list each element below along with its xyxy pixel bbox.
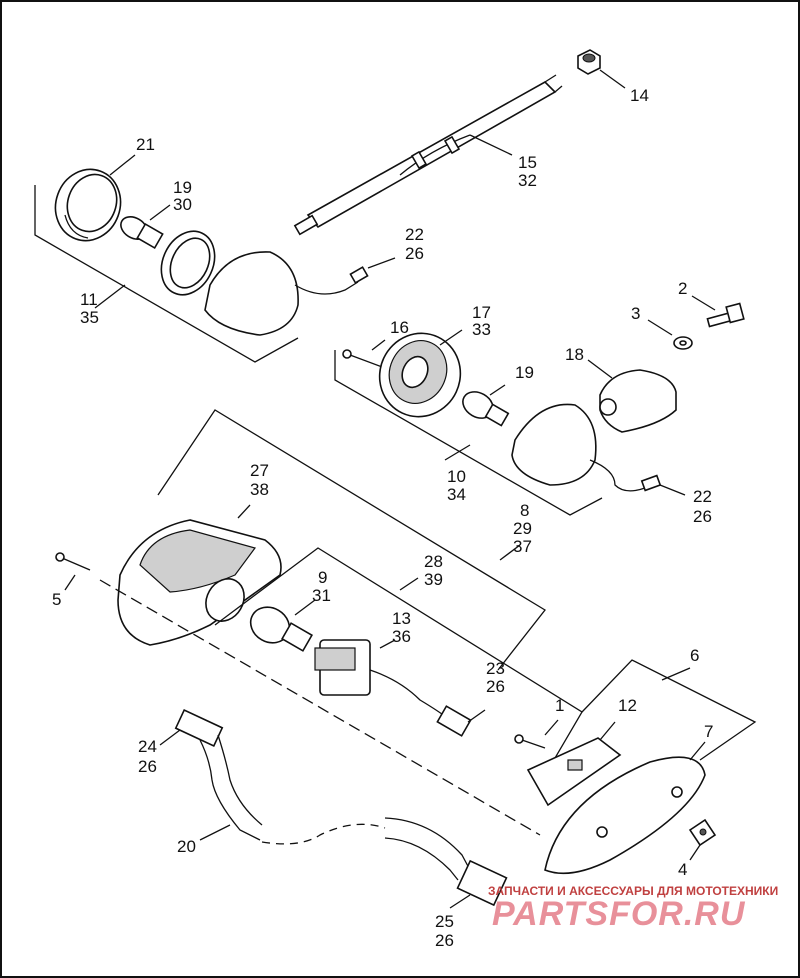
label-26c: 26 [486, 677, 505, 696]
label-35: 35 [80, 308, 99, 327]
label-11: 11 [80, 290, 98, 309]
label-31: 31 [312, 586, 331, 605]
callout-labels: 14 15 32 21 19 30 22 26 11 35 2 3 16 17 … [52, 86, 713, 950]
label-13: 13 [392, 609, 411, 628]
part-19-bulb [120, 216, 164, 250]
label-39: 39 [424, 570, 443, 589]
part-5-screw [55, 552, 91, 571]
part-7-lens [544, 756, 706, 875]
part-15-mounting-rod [293, 74, 563, 236]
part-27-housing [117, 519, 282, 646]
label-1: 1 [555, 696, 564, 715]
label-23: 23 [486, 659, 505, 678]
label-37: 37 [513, 537, 532, 556]
label-26d: 26 [138, 757, 157, 776]
part-19-bulb-b [462, 391, 510, 427]
label-12: 12 [618, 696, 637, 715]
label-20: 20 [177, 837, 196, 856]
part-1-screw [514, 734, 546, 749]
label-10: 10 [447, 467, 466, 486]
part-lens-ring-inner [160, 230, 216, 296]
label-33: 33 [472, 320, 491, 339]
part-11-lamp-housing [204, 251, 369, 336]
part-9-bulb [249, 606, 313, 652]
label-4: 4 [678, 860, 687, 879]
label-5: 5 [52, 590, 61, 609]
label-14: 14 [630, 86, 649, 105]
label-19a: 19 [173, 178, 192, 197]
label-38: 38 [250, 480, 269, 499]
label-26e: 26 [435, 931, 454, 950]
label-19b: 19 [515, 363, 534, 382]
label-24: 24 [138, 737, 157, 756]
part-24-connector [174, 708, 263, 841]
part-2-bolt [706, 302, 745, 328]
part-3-washer [673, 336, 693, 350]
label-2: 2 [678, 279, 687, 298]
part-17-housing [378, 332, 462, 418]
label-22a: 22 [405, 225, 424, 244]
label-32: 32 [518, 171, 537, 190]
label-9: 9 [318, 568, 327, 587]
label-34: 34 [447, 485, 466, 504]
label-30: 30 [173, 195, 192, 214]
label-16: 16 [390, 318, 409, 337]
label-21: 21 [136, 135, 155, 154]
watermark: ЗАПЧАСТИ И АКСЕССУАРЫ ДЛЯ МОТОТЕХНИКИ PA… [488, 884, 778, 933]
part-10-lamp-housing [511, 403, 662, 492]
part-4-clip [688, 818, 717, 847]
part-13-socket [314, 639, 472, 737]
watermark-tagline: ЗАПЧАСТИ И АКСЕССУАРЫ ДЛЯ МОТОТЕХНИКИ [488, 884, 778, 898]
label-17: 17 [472, 303, 491, 322]
label-27: 27 [250, 461, 269, 480]
label-28: 28 [424, 552, 443, 571]
label-8: 8 [520, 501, 529, 520]
label-25: 25 [435, 912, 454, 931]
part-12-plate [526, 737, 622, 807]
label-29: 29 [513, 519, 532, 538]
label-7: 7 [704, 722, 713, 741]
label-6: 6 [690, 646, 699, 665]
part-18-bracket [599, 369, 677, 433]
label-22b: 22 [693, 487, 712, 506]
label-15: 15 [518, 153, 537, 172]
label-26b: 26 [693, 507, 712, 526]
label-18: 18 [565, 345, 584, 364]
part-16-screw [342, 349, 386, 369]
label-36: 36 [392, 627, 411, 646]
watermark-brand: PARTSFOR.RU [492, 895, 746, 933]
part-25-connector [384, 817, 508, 907]
part-14-nut [577, 49, 601, 75]
label-26a: 26 [405, 244, 424, 263]
part-21-lens-ring [54, 168, 122, 242]
label-3: 3 [631, 304, 640, 323]
